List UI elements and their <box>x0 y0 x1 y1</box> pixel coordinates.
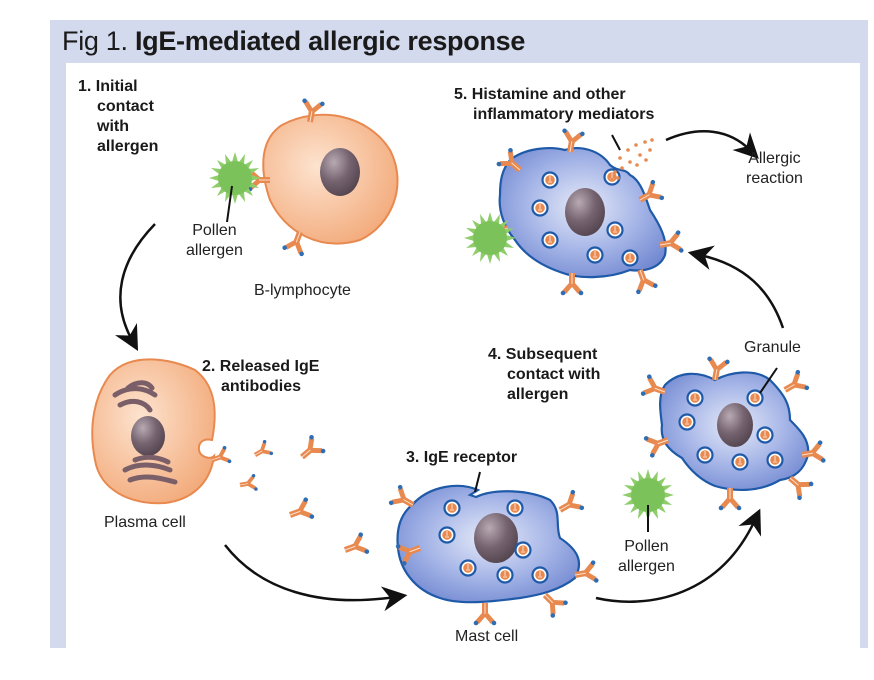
endoplasmic-reticulum <box>112 380 158 413</box>
arrow-2-to-3 <box>224 544 408 612</box>
step-number: 1. <box>78 78 92 95</box>
step-3-label: 3. IgE receptor <box>406 448 517 468</box>
step-text-line: contact with <box>507 366 601 383</box>
b-lymphocyte-cell <box>247 97 399 258</box>
receptor-leader-line <box>474 471 481 493</box>
nucleus <box>320 148 360 196</box>
pollen-allergen-label-2: Pollen allergen <box>618 537 675 577</box>
figure-header: Fig 1. IgE-mediated allergic response <box>50 20 868 63</box>
mast-cell-5 <box>482 127 685 296</box>
step-text-line: Released IgE <box>219 358 320 375</box>
pollen-leader-line <box>226 185 233 223</box>
step-text-line: allergen <box>97 138 159 155</box>
step-text-line: Subsequent <box>505 346 598 363</box>
diagram-panel: 1. Initial contact with allergen Pollen … <box>66 63 860 648</box>
step-number: 3. <box>406 449 420 466</box>
arrow-5-to-reaction <box>665 130 759 159</box>
arrow-1-to-2 <box>115 223 156 351</box>
step-text-line: Histamine and other <box>471 86 626 103</box>
arrow-3-to-4 <box>595 508 762 603</box>
step-text-line: with <box>97 118 129 135</box>
pollen-allergen-label-1: Pollen allergen <box>186 221 243 261</box>
step-number: 2. <box>202 358 216 375</box>
diagram-canvas <box>91 97 827 626</box>
nucleus <box>717 403 753 447</box>
mast-cell-label: Mast cell <box>455 628 519 645</box>
granule-leader-line <box>759 367 778 394</box>
step-4-label: 4. Subsequent contact with allergen <box>488 345 600 405</box>
label-line: Pollen <box>624 538 669 555</box>
plasma-cell-label: Plasma cell <box>104 514 186 531</box>
step-1-label: 1. Initial contact with allergen <box>78 77 158 157</box>
label-line: allergen <box>618 558 675 575</box>
histamine-mediators <box>610 138 654 182</box>
nucleus <box>565 188 605 236</box>
arrow-4-to-5 <box>687 245 785 329</box>
endoplasmic-reticulum <box>122 454 178 485</box>
label-line: allergen <box>186 242 243 259</box>
mediators-leader-line <box>611 134 621 151</box>
label-line: Allergic <box>748 150 801 167</box>
step-text-line: IgE receptor <box>423 449 518 466</box>
step-2-label: 2. Released IgE antibodies <box>202 357 319 397</box>
step-text-line: Initial <box>95 78 138 95</box>
step-number: 5. <box>454 86 468 103</box>
mast-cell-3 <box>387 483 600 626</box>
figure-number: Fig 1. <box>62 26 128 56</box>
plasma-cell <box>91 358 216 505</box>
step-text-line: contact <box>97 98 154 115</box>
allergic-reaction-label: Allergic reaction <box>746 149 803 189</box>
label-line: Pollen <box>192 222 237 239</box>
step-text-line: inflammatory mediators <box>473 106 655 123</box>
mast-cell-4 <box>639 355 827 511</box>
step-5-label: 5. Histamine and other inflammatory medi… <box>454 85 654 125</box>
nucleus <box>131 416 165 456</box>
step-number: 4. <box>488 346 502 363</box>
pollen-allergen-1 <box>209 152 261 204</box>
figure-title-text: IgE-mediated allergic response <box>134 26 526 56</box>
figure-title: Fig 1. IgE-mediated allergic response <box>62 26 525 57</box>
step-text-line: antibodies <box>221 378 302 395</box>
label-line: reaction <box>746 170 803 187</box>
figure-frame: Fig 1. IgE-mediated allergic response <box>50 20 868 648</box>
granule-label: Granule <box>744 339 801 356</box>
nucleus <box>474 513 518 563</box>
released-antibodies <box>208 433 371 562</box>
b-lymphocyte-label: B-lymphocyte <box>254 282 351 299</box>
step-text-line: allergen <box>507 386 569 403</box>
